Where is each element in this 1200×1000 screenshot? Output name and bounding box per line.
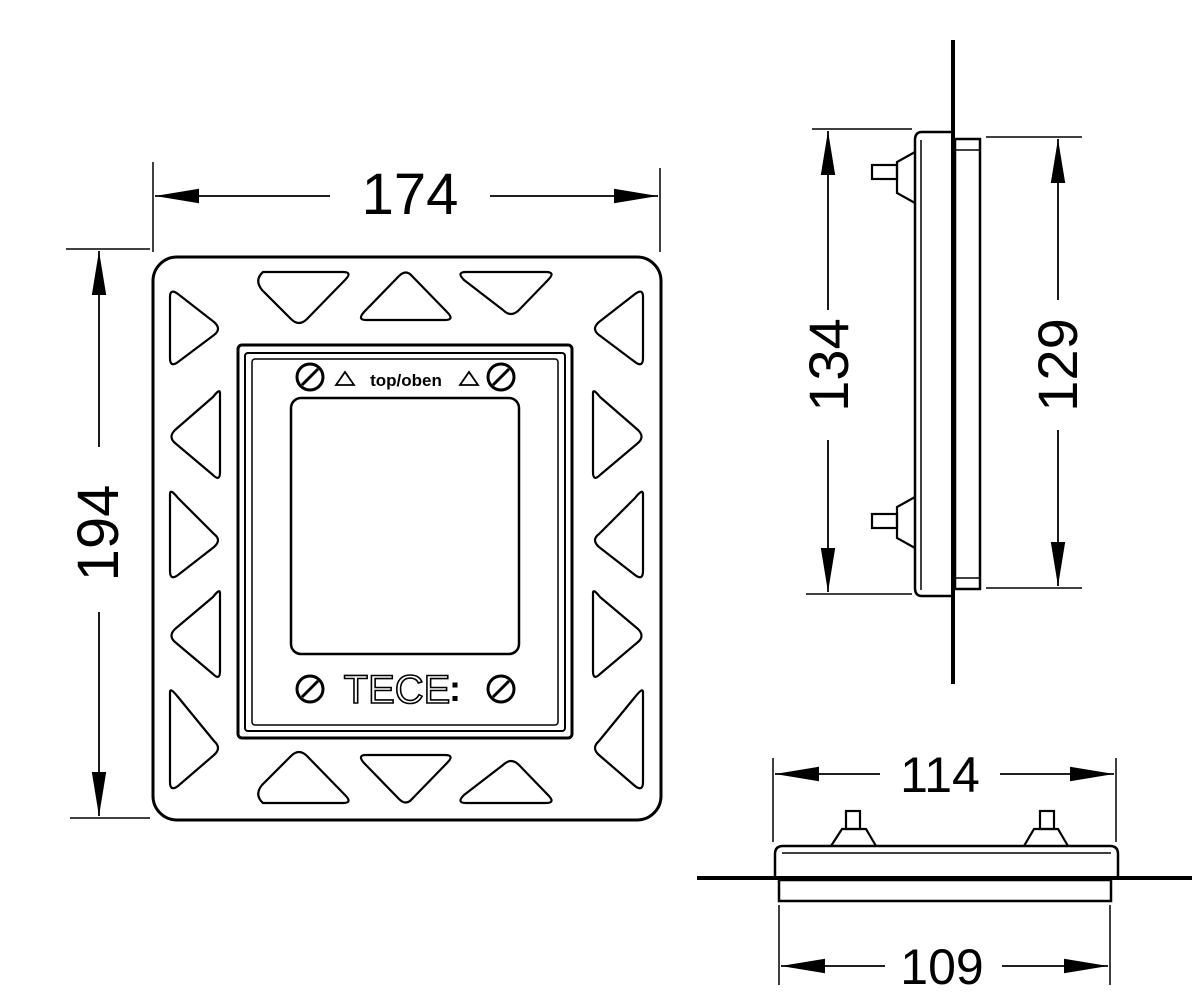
dimension-129: 129 xyxy=(986,136,1089,589)
frame-cutouts xyxy=(168,270,645,805)
plate-window xyxy=(289,396,521,656)
triangle-icon xyxy=(334,370,356,386)
dimension-label-side-outer: 134 xyxy=(797,318,860,411)
dimension-label-side-inner: 129 xyxy=(1026,318,1089,411)
dimension-194: 194 xyxy=(66,248,150,819)
dimension-109: 109 xyxy=(778,905,1111,995)
screw-icon xyxy=(295,362,325,392)
dimension-label-width: 174 xyxy=(362,162,459,227)
plate-outer xyxy=(236,343,574,740)
triangle-icon xyxy=(458,370,480,386)
front-view: top/oben TECE : xyxy=(151,255,663,822)
brand-logo: TECE xyxy=(344,668,451,712)
dimension-114: 114 xyxy=(772,747,1117,842)
brand-logo-suffix: : xyxy=(449,668,461,709)
dimension-174: 174 xyxy=(152,162,661,252)
dimension-label-height: 194 xyxy=(66,485,131,582)
dimension-label-bottom-outer: 114 xyxy=(900,747,980,803)
bottom-frame xyxy=(773,844,1120,876)
bottom-plate xyxy=(777,878,1113,903)
screw-icon xyxy=(486,674,516,704)
side-view xyxy=(870,40,982,684)
plate-mid xyxy=(244,352,566,732)
dimension-label-bottom-inner: 109 xyxy=(900,939,983,995)
dimension-134: 134 xyxy=(797,128,912,595)
side-pin-bottom xyxy=(870,496,916,549)
top-marking-label: top/oben xyxy=(370,371,442,390)
bottom-pin-left xyxy=(830,809,877,847)
bottom-pin-right xyxy=(1023,809,1069,847)
screw-icon xyxy=(295,674,325,704)
side-plate xyxy=(953,137,982,591)
side-pin-top xyxy=(870,151,916,204)
screw-icon xyxy=(486,362,516,392)
plate-inner xyxy=(251,358,559,726)
bottom-view xyxy=(697,809,1192,903)
outer-frame xyxy=(151,255,663,822)
side-frame xyxy=(913,130,951,598)
